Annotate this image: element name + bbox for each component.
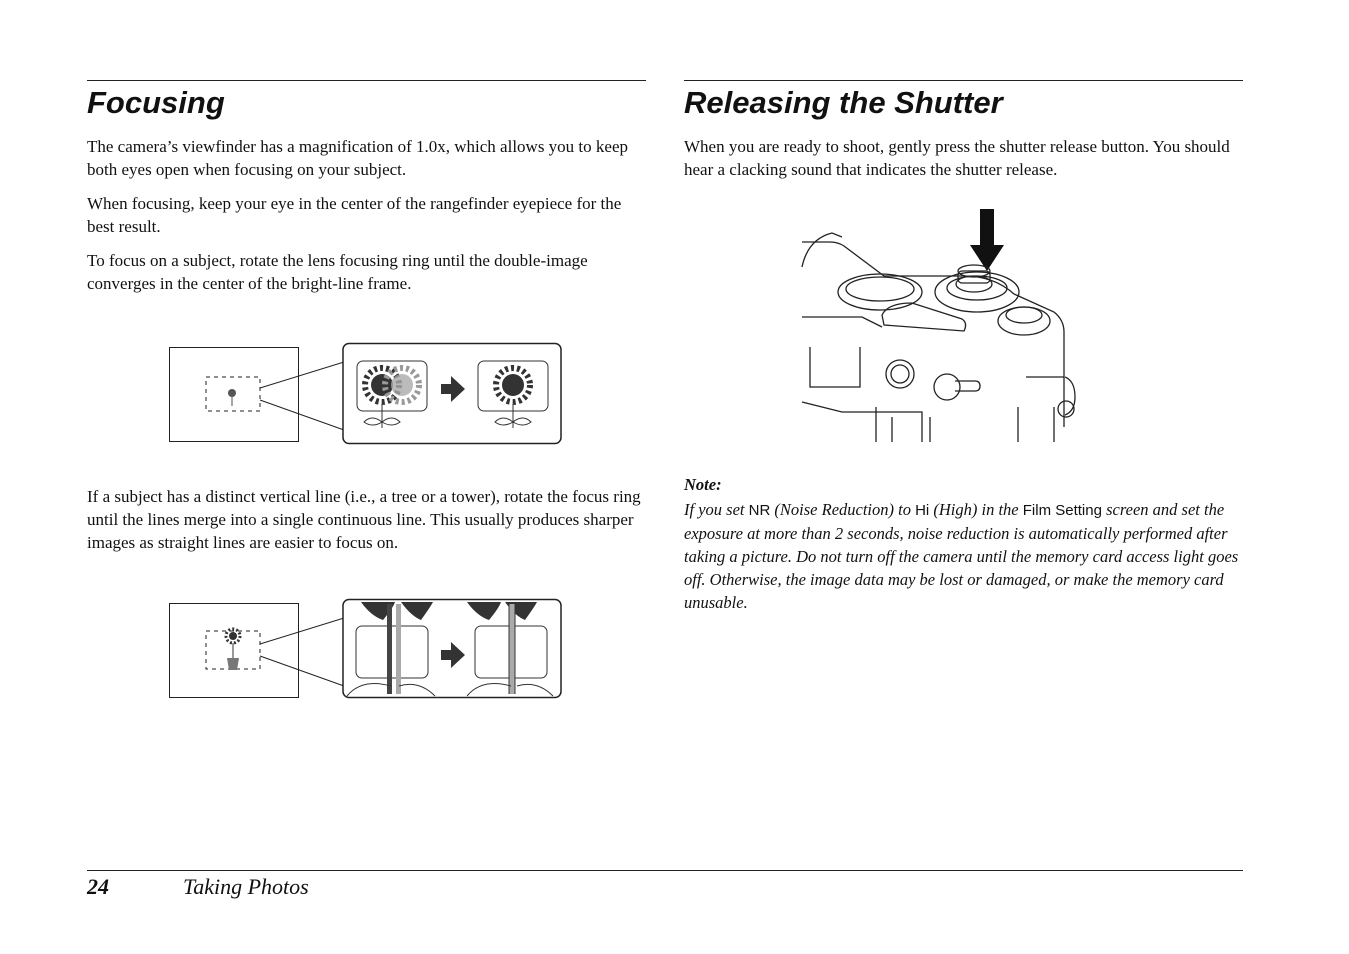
focusing-section: Focusing The camera’s viewfinder has a m… (87, 80, 646, 699)
vertical-line-focus-illustration (169, 598, 562, 699)
chapter-name: Taking Photos (183, 874, 309, 899)
footer-rule (87, 870, 1243, 871)
section-rule (684, 80, 1243, 81)
focus-ring-paragraph: To focus on a subject, rotate the lens f… (87, 251, 588, 293)
double-image-focus-illustration (169, 342, 562, 445)
viewfinder-paragraph: The camera’s viewfinder has a magnificat… (87, 137, 628, 179)
releasing-shutter-section: Releasing the Shutter When you are ready… (684, 80, 1243, 612)
note-text-part: (Noise Reduction) to (770, 500, 916, 519)
hi-setting-label: Hi (915, 502, 930, 519)
note-text-part: screen and set the exposure at more than… (684, 500, 1239, 612)
vertical-line-paragraph: If a subject has a distinct vertical lin… (87, 487, 641, 552)
camera-shutter-illustration (801, 209, 1076, 442)
note-block: Note: If you set NR (Noise Reduction) to… (684, 473, 1243, 614)
note-text-part: If you set (684, 500, 749, 519)
section-rule (87, 80, 646, 81)
sunflower-sharp-icon (493, 365, 533, 428)
film-setting-label: Film Setting (1022, 502, 1102, 519)
focusing-heading: Focusing (87, 85, 225, 120)
sunflower-double-icon (362, 365, 422, 428)
eye-center-paragraph: When focusing, keep your eye in the cent… (87, 194, 622, 236)
note-label: Note: (684, 475, 722, 494)
arrow-right-icon (441, 642, 465, 668)
releasing-shutter-heading: Releasing the Shutter (684, 85, 1003, 120)
shutter-paragraph: When you are ready to shoot, gently pres… (684, 137, 1230, 179)
down-arrow-icon (970, 209, 1004, 271)
arrow-right-icon (441, 376, 465, 402)
page-number: 24 (87, 874, 109, 899)
nr-setting-label: NR (748, 502, 771, 519)
note-text: If you set NR (Noise Reduction) to Hi (H… (684, 498, 1243, 614)
note-text-part: (High) in the (929, 500, 1023, 519)
